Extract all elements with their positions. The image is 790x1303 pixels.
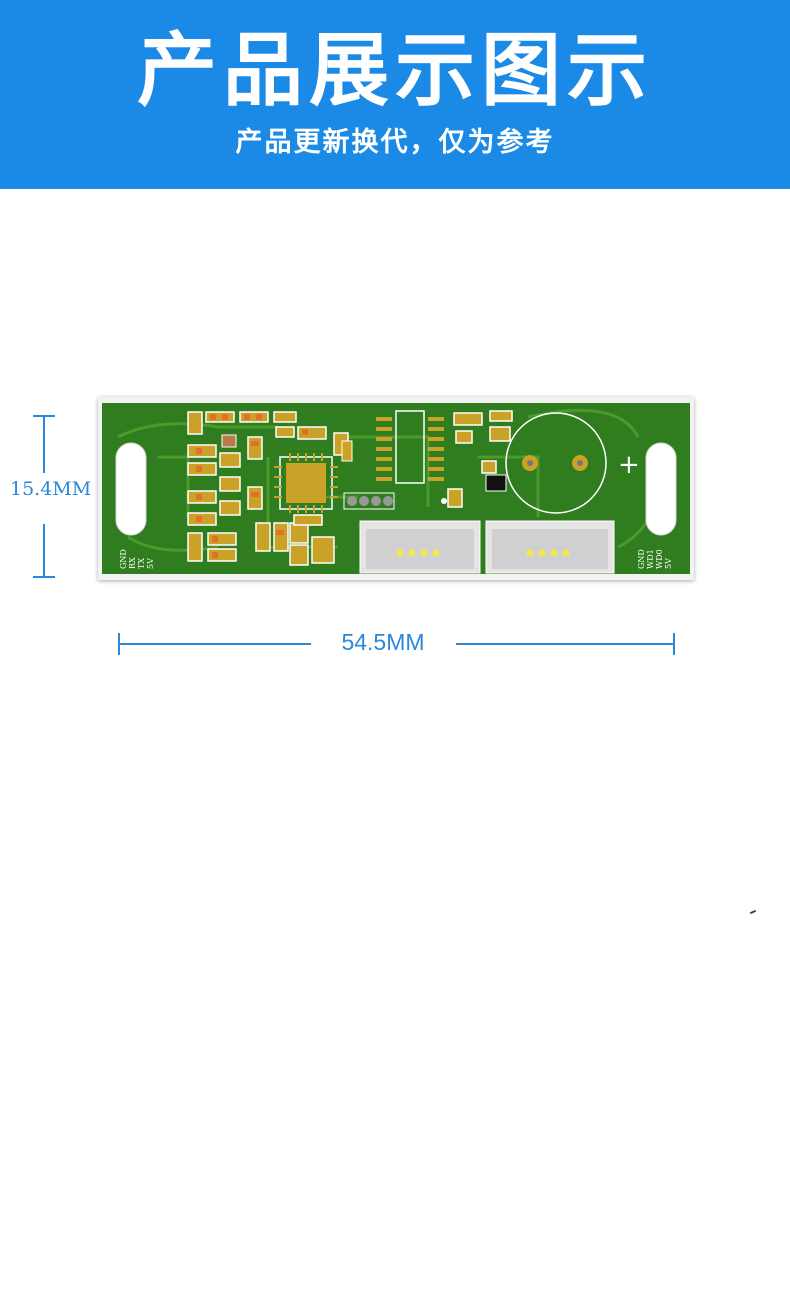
right-pin-labels: GND WD1 WD0 5V (637, 549, 673, 569)
width-dimension-line-left (118, 643, 311, 645)
polarity-mark: + (618, 450, 640, 480)
width-dimension-right-cap (673, 633, 675, 655)
left-pin-labels: GND RX TX 5V (119, 549, 155, 569)
left-pin-label: TX (137, 558, 146, 569)
pcb-board-drawing: + GND RX TX 5V GND WD1 WD0 5V (102, 403, 690, 574)
right-pin-label: WD1 (646, 549, 655, 569)
width-dimension-label: 54.5MM (341, 629, 425, 655)
pin1-dot (441, 498, 447, 504)
connector-left-pins (396, 549, 440, 557)
pcb-board-photo: + GND RX TX 5V GND WD1 WD0 5V (98, 397, 694, 580)
header-banner: 产品展示图示 产品更新换代，仅为参考 (0, 0, 790, 189)
ic2-outline (395, 410, 425, 484)
left-pin-label: 5V (146, 558, 155, 569)
right-pin-label: 5V (664, 558, 673, 569)
height-dimension-line-upper (43, 415, 45, 473)
header-pins (347, 496, 393, 506)
ic2-pins (376, 417, 444, 481)
height-dimension-line-lower (43, 524, 45, 577)
right-pin-label: GND (637, 549, 646, 569)
left-mounting-slot (115, 442, 147, 536)
header-outline (343, 492, 395, 510)
connector-right-pins (526, 549, 570, 557)
mcu-pins (274, 453, 338, 513)
right-pin-label: WD0 (655, 549, 664, 569)
page-title: 产品展示图示 (137, 24, 653, 117)
buzzer-outline (505, 412, 607, 514)
height-dimension-label: 15.4MM (10, 478, 92, 500)
page-subtitle: 产品更新换代，仅为参考 (235, 127, 555, 158)
stray-mark (749, 909, 757, 915)
right-mounting-slot (645, 442, 677, 536)
smd-pads-right (447, 410, 513, 508)
width-dimension-line-right (456, 643, 675, 645)
small-capacitor (341, 440, 353, 462)
left-pin-label: GND (119, 549, 128, 569)
transistor (485, 474, 507, 492)
left-pin-label: RX (128, 557, 137, 569)
capacitor-brown (221, 434, 237, 448)
height-dimension-bottom-cap (33, 576, 55, 578)
mcu-chip (286, 463, 326, 503)
